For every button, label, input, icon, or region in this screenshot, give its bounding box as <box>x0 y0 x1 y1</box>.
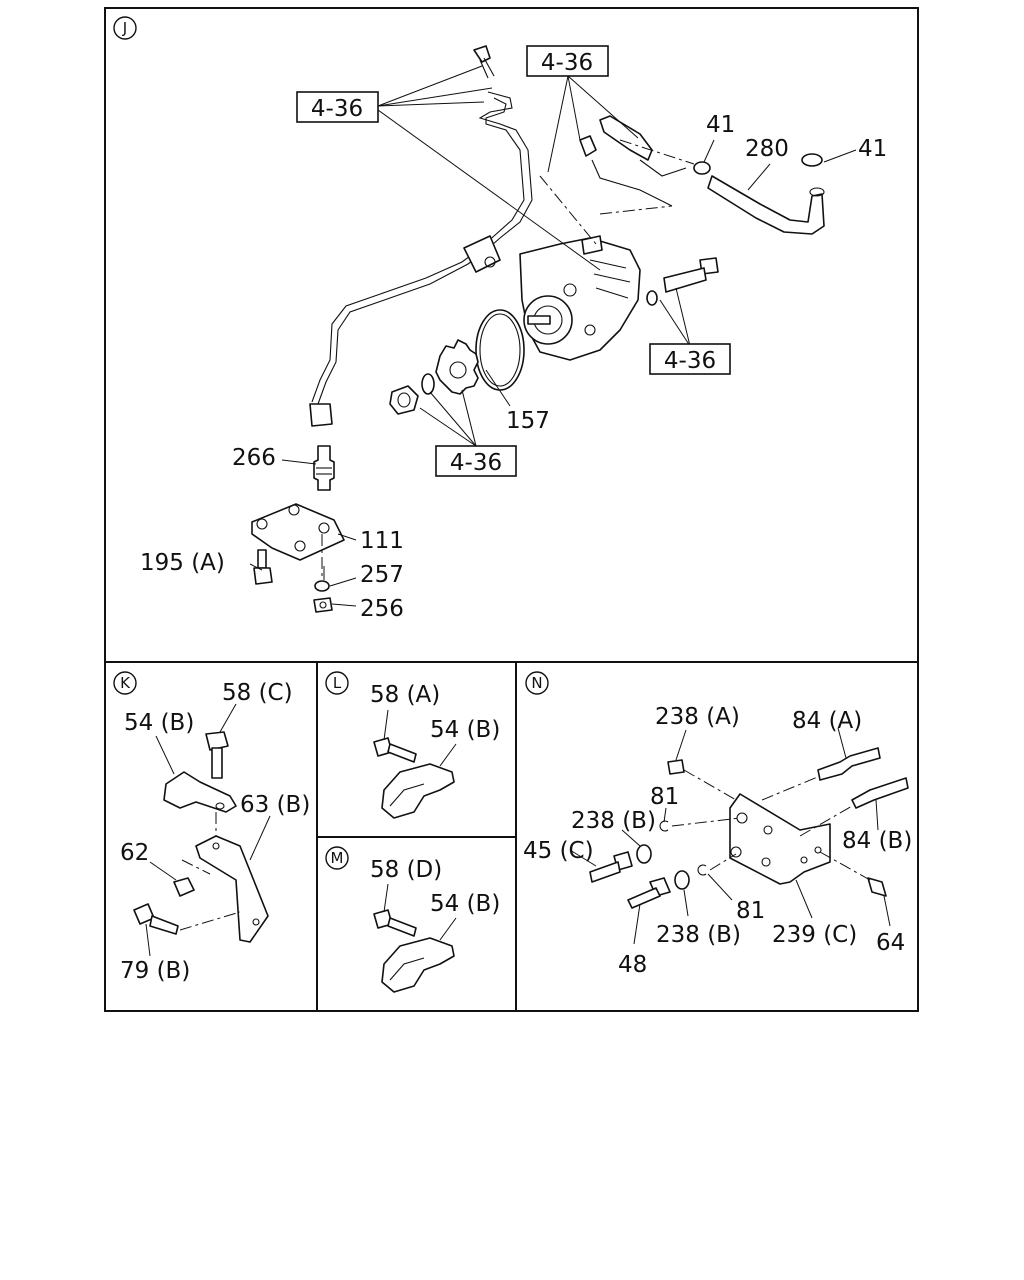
label-ring-81-top: 81 <box>650 784 679 810</box>
label-nut-238b-top: 238 (B) <box>571 808 656 834</box>
label-plate-111: 111 <box>360 528 404 554</box>
nut-238b-bottom <box>674 870 690 890</box>
bolt-64 <box>867 877 887 897</box>
svg-text:J: J <box>122 19 127 37</box>
diagram-frames <box>104 7 919 1012</box>
vacuum-hose-adapter <box>579 115 687 207</box>
section-k: K <box>113 671 310 984</box>
label-hose-280: 280 <box>745 136 789 162</box>
svg-text:N: N <box>531 674 542 692</box>
label-stud-84b: 84 (B) <box>842 828 912 854</box>
vacuum-hose-280 <box>707 175 825 235</box>
bracket-63b <box>195 835 269 943</box>
pin-48 <box>627 877 671 909</box>
section-n-leaders <box>569 727 891 945</box>
section-l-marker: L <box>325 671 349 695</box>
bolt-58c <box>205 731 229 779</box>
ref-box-right: 4-36 <box>649 343 731 375</box>
label-o-ring-157: 157 <box>506 408 550 434</box>
label-bolt-79b: 79 (B) <box>120 958 190 984</box>
o-ring <box>475 309 525 391</box>
label-bolt-58a: 58 (A) <box>370 682 440 708</box>
bolt-195a <box>253 549 273 585</box>
ring-81-top <box>659 820 669 832</box>
label-bolt-64: 64 <box>876 930 905 956</box>
connector-fitting <box>313 445 335 491</box>
svg-text:4-36: 4-36 <box>664 348 716 374</box>
label-nut-238b-bottom: 238 (B) <box>656 922 741 948</box>
washer-257 <box>314 580 330 592</box>
svg-text:K: K <box>120 674 131 692</box>
ring-81-bottom <box>697 864 707 876</box>
nut-256 <box>313 597 333 613</box>
label-bolt-45c: 45 (C) <box>523 838 594 864</box>
label-clamp-41-left: 41 <box>706 112 735 138</box>
svg-text:M: M <box>331 849 344 867</box>
section-m-marker: M <box>325 846 349 870</box>
label-nut-62: 62 <box>120 840 149 866</box>
section-m: M 58 (D) 54 (B) <box>325 846 500 993</box>
label-clip-54b-l: 54 (B) <box>430 717 500 743</box>
svg-text:4-36: 4-36 <box>450 450 502 476</box>
label-clip-54b-m: 54 (B) <box>430 891 500 917</box>
bolt-79b <box>133 903 179 935</box>
drive-gear <box>435 339 479 395</box>
section-n: N <box>523 671 912 978</box>
stud-84a <box>817 747 881 781</box>
label-nut-256: 256 <box>360 596 404 622</box>
label-bolt-195a: 195 (A) <box>140 550 225 576</box>
stud-84b <box>851 777 909 809</box>
bolt-58d <box>373 909 417 937</box>
label-bracket-63b: 63 (B) <box>240 792 310 818</box>
section-k-marker: K <box>113 671 137 695</box>
label-pin-48: 48 <box>618 952 647 978</box>
svg-text:4-36: 4-36 <box>311 96 363 122</box>
label-connector-266: 266 <box>232 445 276 471</box>
clip-54b <box>163 771 237 813</box>
section-k-leaders <box>145 703 271 957</box>
nut-238b-top <box>636 844 652 864</box>
label-bracket-239c: 239 (C) <box>772 922 857 948</box>
section-l: L 58 (A) 54 (B) <box>325 671 500 819</box>
pump-bolt <box>646 257 719 306</box>
gear-nut <box>389 373 435 415</box>
nut-62 <box>173 877 195 897</box>
bolt-58a <box>373 737 417 763</box>
vacuum-pump <box>519 235 641 361</box>
section-n-marker: N <box>525 671 549 695</box>
label-washer-257: 257 <box>360 562 404 588</box>
label-clamp-41-right: 41 <box>858 136 887 162</box>
section-l-leaders <box>383 709 457 767</box>
bolt-45c <box>589 851 633 883</box>
label-stud-84a: 84 (A) <box>792 708 862 734</box>
clip-54b-l <box>381 763 455 819</box>
clip-54b-m <box>381 937 455 993</box>
hose-clamp-left <box>693 161 711 175</box>
section-j: J <box>113 16 887 622</box>
label-bolt-58d: 58 (D) <box>370 857 442 883</box>
label-ring-81-bottom: 81 <box>736 898 765 924</box>
ref-box-bottom: 4-36 <box>435 445 517 477</box>
nut-238a <box>667 759 685 775</box>
section-m-leaders <box>383 883 457 941</box>
oil-feed-pipe <box>309 45 533 427</box>
label-bolt-58c: 58 (C) <box>222 680 293 706</box>
svg-text:4-36: 4-36 <box>541 50 593 76</box>
label-nut-238a: 238 (A) <box>655 704 740 730</box>
bracket-239c <box>729 793 831 885</box>
hose-clamp-right <box>801 153 823 167</box>
ref-box-top-center: 4-36 <box>526 45 609 77</box>
ref-box-top-left: 4-36 <box>296 91 379 123</box>
svg-text:L: L <box>333 674 342 692</box>
section-j-leaders <box>249 65 857 607</box>
label-clip-54b: 54 (B) <box>124 710 194 736</box>
section-j-marker: J <box>113 16 137 40</box>
